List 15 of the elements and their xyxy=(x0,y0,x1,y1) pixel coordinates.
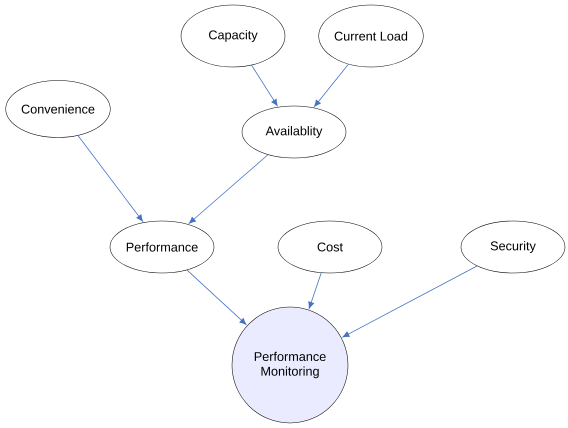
ellipse-node: Performance xyxy=(110,220,214,274)
arrow xyxy=(314,64,349,107)
ellipse-node: Capacity xyxy=(180,4,286,68)
ellipse-node: Security xyxy=(460,220,566,274)
ellipse-node: Current Load xyxy=(318,4,424,68)
arrow xyxy=(308,272,322,309)
ellipse-node: Convenience xyxy=(5,80,111,138)
ellipse-node: Availablity xyxy=(242,106,346,158)
arrow xyxy=(186,270,246,325)
arrow xyxy=(342,266,478,338)
circle-node: Performance Monitoring xyxy=(232,306,348,424)
arrow xyxy=(251,64,278,106)
arrow xyxy=(188,154,268,224)
arrow xyxy=(78,135,143,222)
ellipse-node: Cost xyxy=(278,220,382,274)
